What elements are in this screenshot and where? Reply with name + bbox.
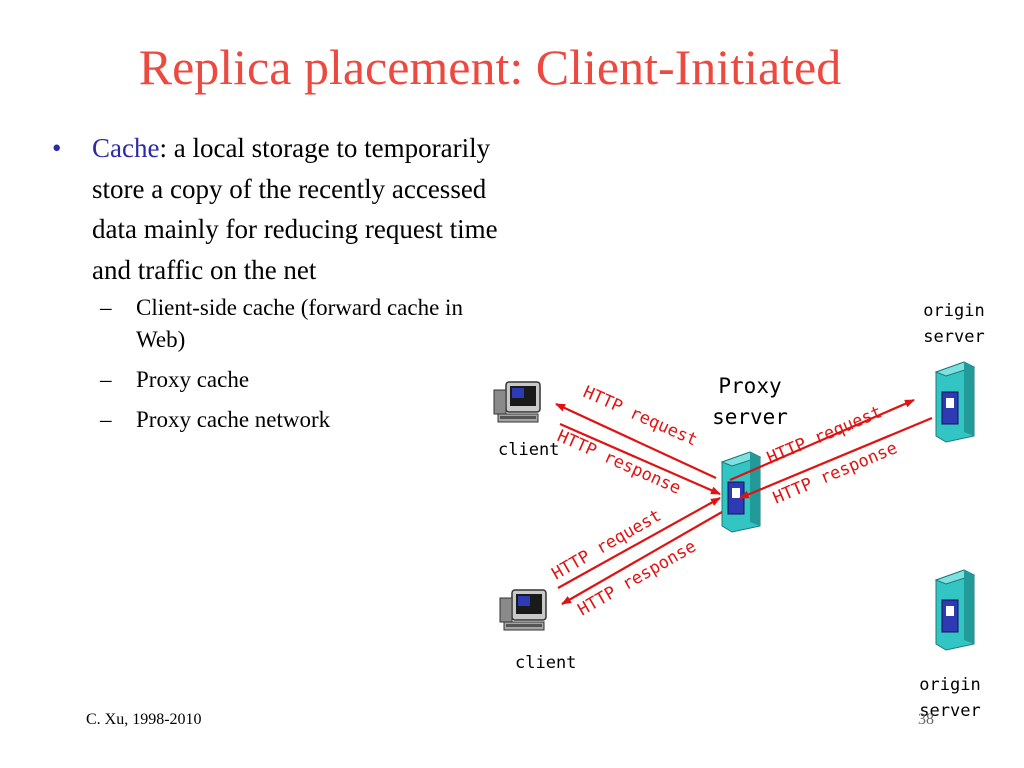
client-bottom-label: client <box>515 653 576 673</box>
sub-bullet-text: Client-side cache (forward cache in Web) <box>136 295 463 352</box>
origin-server-top-label-line2: server <box>923 327 984 347</box>
client-top-icon <box>493 381 541 423</box>
bullet-keyword: Cache <box>92 133 160 163</box>
sub-bullet-dash: – <box>100 295 112 320</box>
bullet-list: • Cache: a local storage to temporarily … <box>52 128 532 444</box>
bullet-cache: • Cache: a local storage to temporarily … <box>52 128 532 290</box>
page-number: 38 <box>918 711 934 728</box>
sub-bullet-text: Proxy cache network <box>136 407 331 432</box>
footer-credit: C. Xu, 1998-2010 <box>86 711 202 728</box>
sub-bullet-dash: – <box>100 407 112 432</box>
slide-title: Replica placement: Client-Initiated <box>138 39 842 95</box>
client-bottom-icon <box>499 589 547 631</box>
sub-bullet-list: – Client-side cache (forward cache in We… <box>92 292 532 436</box>
bullet-marker: • <box>52 133 62 163</box>
proxy-server-label-line2: server <box>712 405 788 429</box>
origin-server-bottom-label-line2: server <box>919 701 980 721</box>
arrow-top-response <box>559 422 721 496</box>
origin-server-top-icon <box>935 361 975 443</box>
arrow-right-response <box>739 416 933 500</box>
arrow-right-request <box>729 398 915 482</box>
arrow-bottom-request <box>557 497 721 589</box>
proxy-server-label-line1: Proxy <box>718 374 781 398</box>
bullet-text: : a local storage to temporarily store a… <box>92 133 498 285</box>
arrow-bottom-response <box>561 511 723 605</box>
sub-bullet-client-side: – Client-side cache (forward cache in We… <box>92 292 516 356</box>
origin-server-bottom-icon <box>935 569 975 651</box>
sub-bullet-proxy-network: – Proxy cache network <box>92 404 516 436</box>
arrow-top-request <box>555 403 717 479</box>
sub-bullet-dash: – <box>100 367 112 392</box>
sub-bullet-proxy: – Proxy cache <box>92 364 516 396</box>
sub-bullet-text: Proxy cache <box>136 367 250 392</box>
client-top-label: client <box>498 440 559 460</box>
origin-server-bottom-label-line1: origin <box>919 675 980 695</box>
origin-server-top-label-line1: origin <box>923 301 984 321</box>
